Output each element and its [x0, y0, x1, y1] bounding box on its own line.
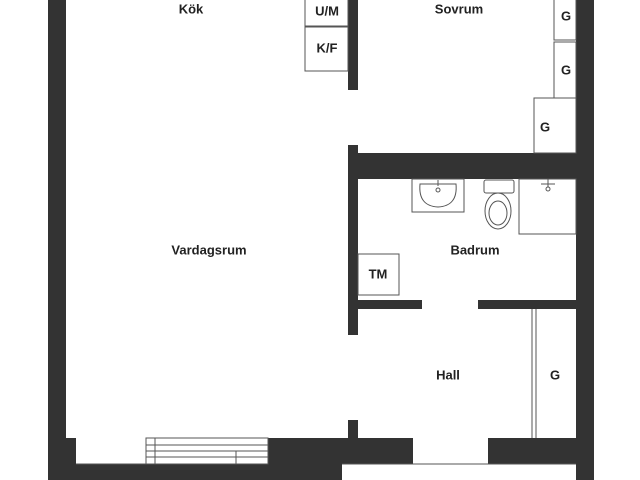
room-label-bathroom: Badrum: [450, 242, 499, 257]
wardrobe-bedroom-3: G: [533, 97, 577, 154]
wall-bottom-mid: [268, 438, 413, 464]
walls: [48, 0, 594, 480]
wardrobe-bedroom-1: G: [553, 0, 577, 41]
room-label-bedroom: Sovrum: [435, 1, 483, 16]
wall-bottom-corner: [576, 464, 594, 480]
room-label-hall: Hall: [436, 367, 460, 382]
wall-bottom-right: [488, 438, 594, 464]
wardrobe-label: G: [540, 119, 550, 134]
wall-hall-stub: [348, 420, 358, 442]
fridge-freezer-label: K/F: [317, 40, 338, 55]
wall-bottom-step: [342, 464, 594, 480]
toilet-icon: [483, 179, 515, 230]
room-label-living: Vardagsrum: [171, 242, 246, 257]
drying-cabinet-label: TM: [369, 266, 388, 281]
wall-bedroom-bath: [348, 153, 576, 179]
drying-cabinet: TM: [357, 253, 400, 296]
washer-dryer: U/M: [304, 0, 349, 27]
shower-icon: [518, 178, 577, 235]
wardrobe-label: G: [561, 8, 571, 23]
fridge-freezer: K/F: [304, 26, 349, 72]
wardrobe-label: G: [561, 62, 571, 77]
wall-right-exterior: [576, 0, 594, 470]
wardrobe-hall-label: G: [550, 367, 560, 382]
balcony-door: [145, 437, 269, 465]
wardrobe-hall: [531, 309, 537, 438]
wardrobe-bedroom-2: G: [553, 41, 577, 99]
wall-bath-hall-left: [358, 300, 422, 309]
wall-left-exterior: [48, 0, 66, 442]
wall-bath-hall-right: [478, 300, 576, 309]
sink-icon: [411, 178, 465, 213]
washer-dryer-label: U/M: [315, 3, 339, 18]
wall-bottom-window-sill: [66, 464, 326, 480]
room-label-kitchen: Kök: [179, 1, 204, 16]
wall-bottom-entry-post: [320, 464, 342, 480]
wall-living-bath: [348, 145, 358, 335]
wall-kitchen-bedroom: [348, 0, 358, 90]
